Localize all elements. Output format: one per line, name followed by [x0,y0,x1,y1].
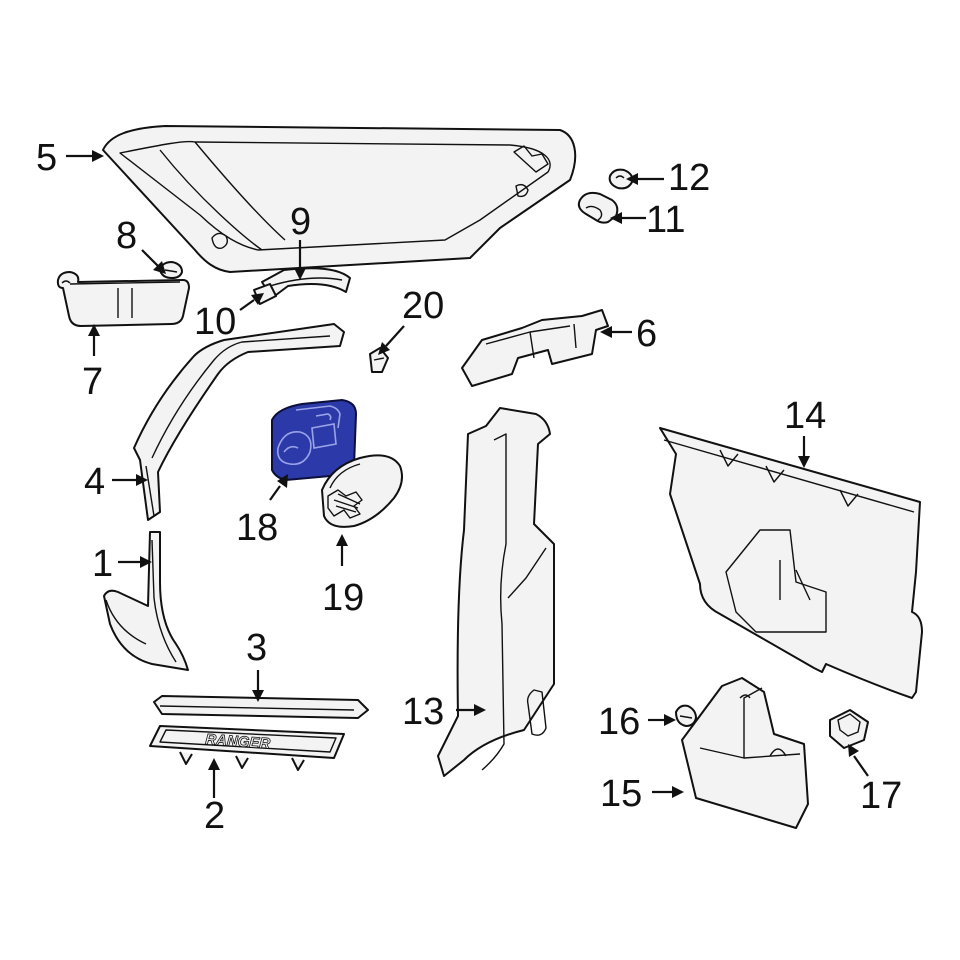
bulb-part-20[interactable] [369,347,389,373]
callout-6: 6 [636,313,657,355]
callout-16: 16 [598,701,640,743]
callout-9: 9 [290,201,311,243]
callout-13: 13 [402,691,444,733]
sill-plate-emboss-text: RANGER [205,731,271,753]
kick-panel-part-1[interactable] [103,531,189,671]
callout-19: 19 [322,577,364,619]
callout-8: 8 [116,215,137,257]
callout-20: 20 [402,285,444,327]
center-pillar-trim-part-13[interactable] [437,407,555,777]
callout-1: 1 [92,543,113,585]
callout-5: 5 [36,137,57,179]
dome-lamp-lens-part-19[interactable] [321,454,403,528]
callout-18: 18 [236,507,278,549]
leader-lines [66,150,869,798]
callout-11: 11 [646,199,685,241]
callout-7: 7 [82,361,103,403]
quarter-trim-part-15[interactable] [681,677,809,829]
trim-panel-part-6[interactable] [461,309,609,387]
back-panel-part-14[interactable] [659,427,923,699]
windshield-pillar-part-4[interactable] [133,323,345,521]
clip-part-8[interactable] [159,261,183,279]
callout-4: 4 [84,461,105,503]
callout-2: 2 [204,795,225,837]
callout-12: 12 [668,157,710,199]
headliner-part-5[interactable] [102,125,577,273]
handle-part-9[interactable] [261,267,351,299]
sill-plate-part-2[interactable]: RANGER [149,725,345,771]
clip-part-17[interactable] [829,709,869,749]
callout-17: 17 [860,775,902,817]
callout-15: 15 [600,773,642,815]
fastener-part-16[interactable] [675,704,697,727]
callout-3: 3 [246,627,267,669]
sun-visor-part-7[interactable] [56,271,190,327]
callout-10: 10 [194,301,236,343]
scuff-plate-part-3[interactable] [153,695,369,719]
callout-14: 14 [784,395,826,437]
